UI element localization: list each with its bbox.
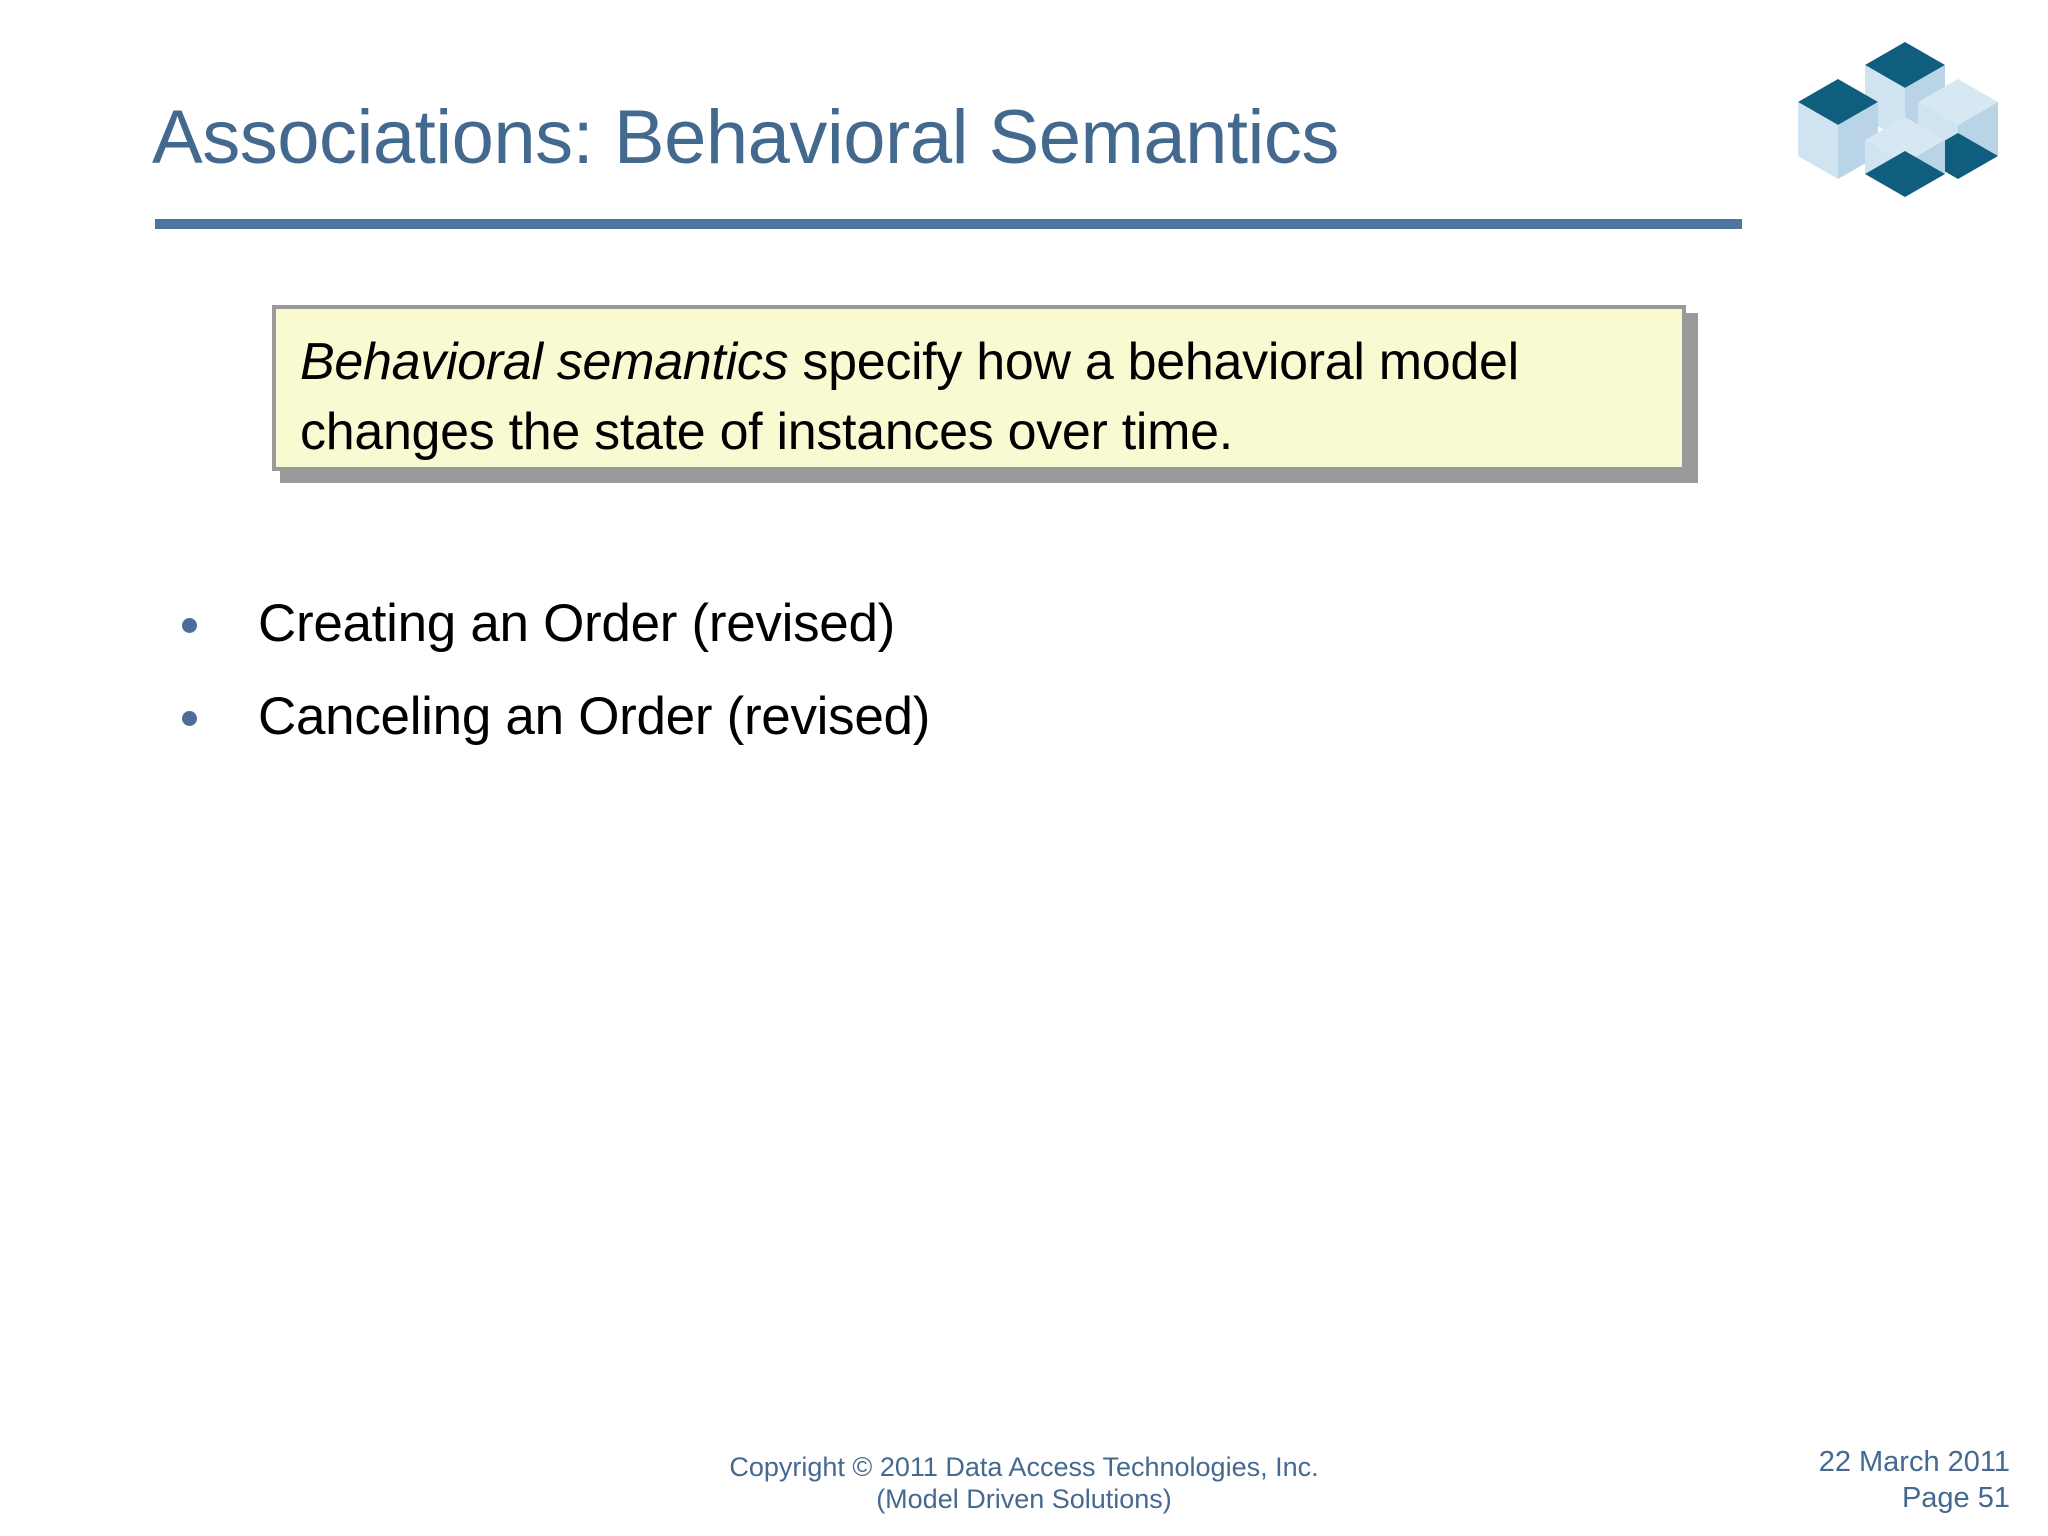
callout-body-text: specify how a behavioral model changes t… bbox=[300, 333, 1519, 461]
footer-copyright: Copyright © 2011 Data Access Technologie… bbox=[0, 1451, 2048, 1515]
page-title: Associations: Behavioral Semantics bbox=[152, 95, 1339, 180]
callout-emphasis-text: Behavioral semantics bbox=[300, 333, 789, 391]
footer-copyright-line2: (Model Driven Solutions) bbox=[876, 1484, 1172, 1514]
bullet-item-label: Canceling an Order (revised) bbox=[258, 687, 931, 746]
footer-date: 22 March 2011 bbox=[1818, 1446, 2010, 1478]
footer-page-number: Page 51 bbox=[1901, 1482, 2010, 1514]
footer-copyright-line1: Copyright © 2011 Data Access Technologie… bbox=[729, 1452, 1319, 1482]
blocks-logo-icon bbox=[1798, 42, 1998, 197]
bullet-dot-icon bbox=[182, 618, 197, 633]
callout-box: Behavioral semantics specify how a behav… bbox=[272, 305, 1686, 471]
footer-meta: 22 March 2011 Page 51 bbox=[1819, 1444, 2010, 1516]
callout-text: Behavioral semantics specify how a behav… bbox=[300, 327, 1668, 467]
bullet-dot-icon bbox=[182, 711, 197, 726]
bullet-list: Creating an Order (revised) Canceling an… bbox=[170, 588, 1570, 774]
title-underline-rule bbox=[155, 219, 1742, 229]
data-access-technologies-blocks-logo bbox=[1790, 30, 2010, 200]
bullet-item-label: Creating an Order (revised) bbox=[258, 594, 895, 653]
list-item[interactable]: Canceling an Order (revised) bbox=[170, 681, 1570, 774]
list-item[interactable]: Creating an Order (revised) bbox=[170, 588, 1570, 681]
